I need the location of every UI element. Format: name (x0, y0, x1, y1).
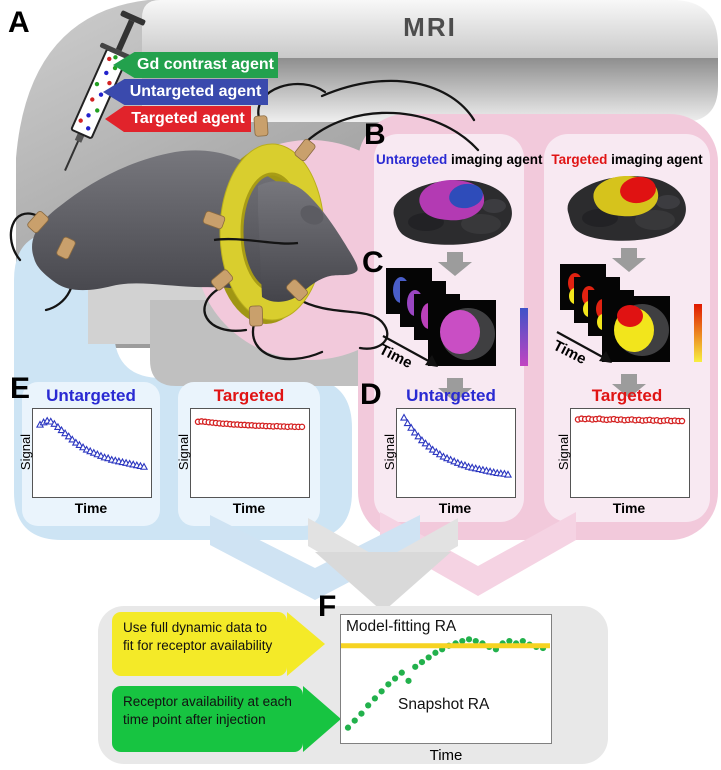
panel-d-letter: D (360, 378, 382, 411)
arrow-c-to-d-right (612, 374, 646, 398)
time-axis-label: Time (429, 747, 463, 764)
panel-d-untargeted-title: Untargeted (406, 386, 496, 405)
tag-gd-contrast-agent: Gd contrast agent (113, 52, 278, 78)
arrow-c-to-d-left (438, 378, 472, 402)
imaging-agent-text: imaging agent (607, 152, 703, 167)
tag-targeted-agent: Targeted agent (105, 106, 251, 132)
panel-e-untargeted-title: Untargeted (46, 386, 136, 405)
time-axis-label: Time (612, 500, 646, 516)
arrow-b-to-c-right (612, 248, 646, 272)
imaging-agent-text: imaging agent (447, 152, 543, 167)
panel-e-letter: E (10, 372, 31, 405)
panel-b-targeted-title: Targeted imaging agent (546, 152, 708, 167)
panel-e-targeted-title: Targeted (213, 386, 285, 405)
untargeted-emphasis: Untargeted (376, 152, 448, 167)
panel-d-targeted-title: Targeted (591, 386, 663, 405)
panel-e-targeted-plot (190, 408, 310, 498)
arrow-b-to-c-left (438, 252, 472, 276)
panel-b-untargeted-title: Untargeted imaging agent (376, 152, 543, 167)
colorbar-targeted (694, 304, 702, 362)
signal-axis-label: Signal (382, 433, 397, 471)
time-series-stack-targeted (556, 264, 702, 363)
snapshot-ra-label: Snapshot RA (398, 696, 490, 713)
panel-d-targeted-plot (570, 408, 690, 498)
callout-snapshot-tip (303, 686, 341, 752)
mri-top-cover (142, 0, 718, 58)
panel-e-untargeted-plot (32, 408, 152, 498)
callout-model-fitting-tip (287, 612, 325, 676)
tumor-image-targeted (567, 176, 686, 241)
panel-d-untargeted-plot (396, 408, 516, 498)
callout-model-fitting: Use full dynamic data to fit for recepto… (112, 612, 287, 676)
mri-label: MRI (403, 12, 457, 42)
time-axis-label: Time (74, 500, 108, 516)
time-series-stack-untargeted (382, 268, 528, 367)
panel-b-letter: B (364, 118, 386, 151)
model-fitting-ra-label: Model-fitting RA (346, 618, 457, 635)
panel-c-letter: C (362, 246, 384, 279)
time-axis-label: Time (438, 500, 472, 516)
signal-axis-label: Signal (176, 433, 191, 471)
tag-untargeted-agent: Untargeted agent (103, 79, 268, 105)
signal-axis-label: Signal (18, 433, 33, 471)
tumor-image-untargeted (393, 180, 512, 245)
callout-snapshot: Receptor availability at each time point… (112, 686, 303, 752)
colorbar-untargeted (520, 308, 528, 366)
time-axis-label: Time (232, 500, 266, 516)
targeted-emphasis: Targeted (551, 152, 608, 167)
signal-axis-label: Signal (556, 433, 571, 471)
merge-arrow-gray-head (315, 552, 451, 612)
panel-a-letter: A (8, 6, 30, 39)
panel-f-plot (340, 614, 552, 744)
